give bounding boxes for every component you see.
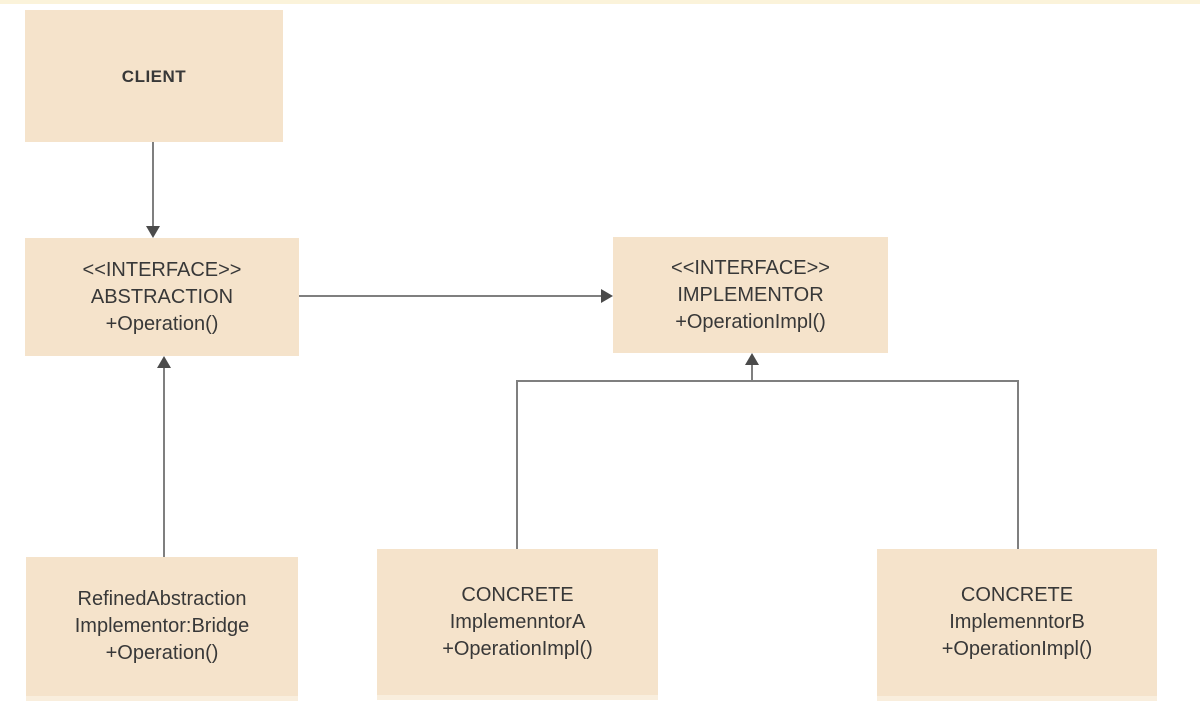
concrete-a-kind: CONCRETE (461, 583, 574, 606)
concrete-implementor-a-box: CONCRETE ImplemenntorA +OperationImpl() (377, 549, 658, 700)
edge-concrete-a-vertical (516, 380, 518, 549)
concrete-implementor-b-box: CONCRETE ImplemenntorB +OperationImpl() (877, 549, 1157, 701)
implementor-box: <<INTERFACE>> IMPLEMENTOR +OperationImpl… (613, 237, 888, 353)
concrete-a-operation: +OperationImpl() (442, 637, 593, 660)
arrowhead-down-icon (146, 226, 160, 238)
abstraction-operation: +Operation() (105, 312, 219, 335)
arrowhead-up-icon (745, 353, 759, 365)
implementor-stereotype: <<INTERFACE>> (671, 256, 830, 279)
edge-abstraction-implementor (299, 295, 602, 297)
abstraction-stereotype: <<INTERFACE>> (82, 258, 242, 281)
edge-client-abstraction (152, 142, 154, 227)
edge-refined-abstraction (163, 367, 165, 557)
concrete-a-name: ImplemenntorA (449, 610, 586, 633)
concrete-b-kind: CONCRETE (960, 584, 1074, 606)
edge-concrete-b-vertical (1017, 380, 1019, 549)
edge-junction-implementor (751, 364, 753, 381)
concrete-b-name: ImplemenntorB (949, 611, 1085, 633)
implementor-operation: +OperationImpl() (675, 310, 826, 333)
arrowhead-right-icon (601, 289, 613, 303)
page-edge-strip (0, 0, 1200, 4)
implementor-name: IMPLEMENTOR (677, 283, 824, 306)
refined-abstraction-operation: +Operation() (105, 642, 219, 664)
client-label: CLIENT (121, 66, 187, 86)
refined-abstraction-field: Implementor:Bridge (74, 615, 250, 637)
refined-abstraction-name: RefinedAbstraction (77, 588, 247, 610)
abstraction-name: ABSTRACTION (90, 285, 234, 308)
refined-abstraction-box: RefinedAbstraction Implementor:Bridge +O… (26, 557, 298, 701)
edge-junction-horizontal (516, 380, 1019, 382)
arrowhead-up-icon (157, 356, 171, 368)
abstraction-box: <<INTERFACE>> ABSTRACTION +Operation() (25, 238, 299, 356)
concrete-b-operation: +OperationImpl() (941, 638, 1093, 660)
client-box: CLIENT (25, 10, 283, 142)
